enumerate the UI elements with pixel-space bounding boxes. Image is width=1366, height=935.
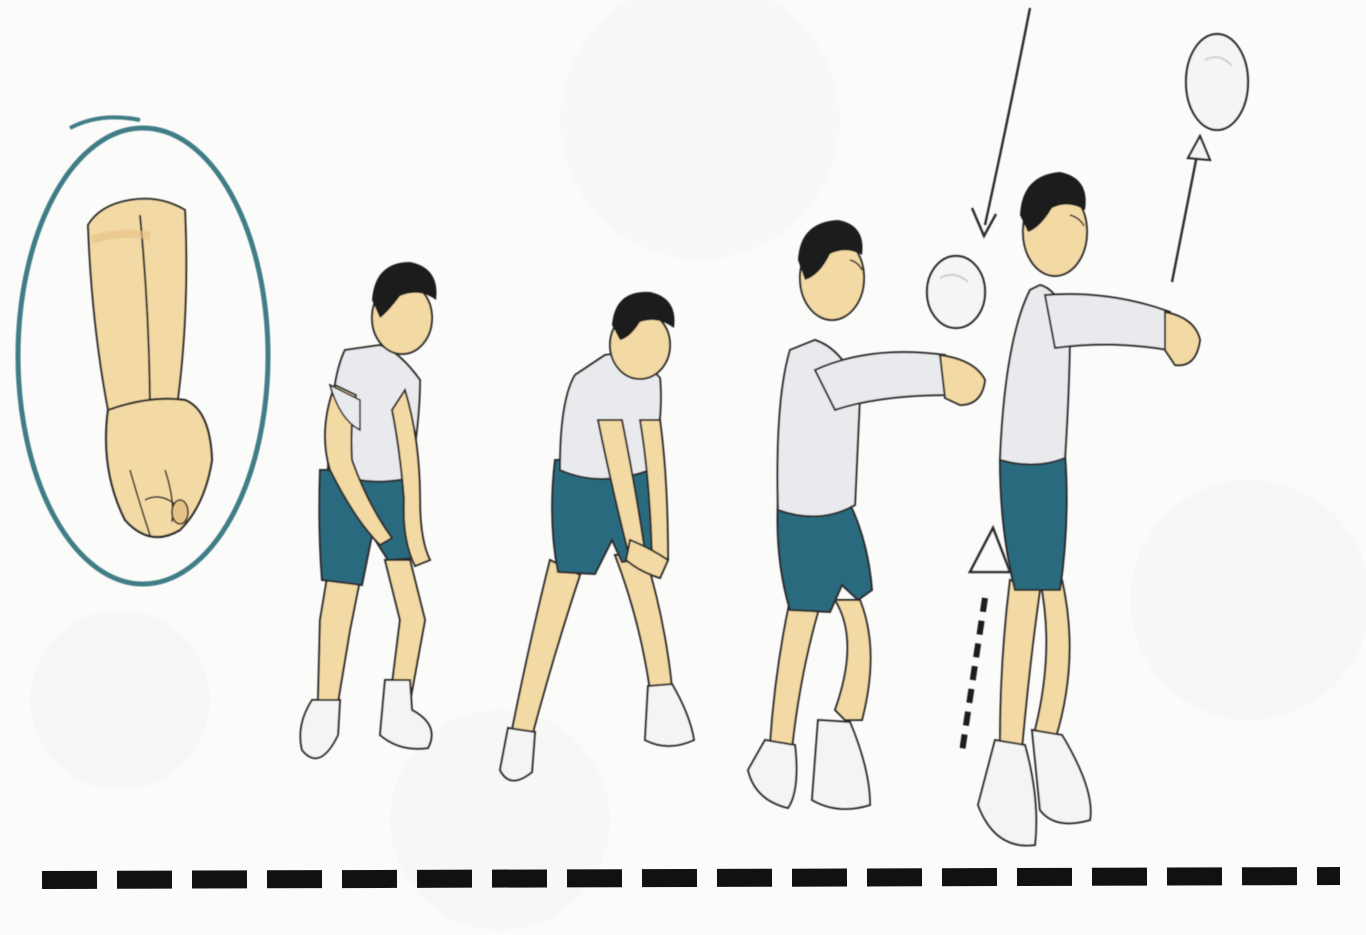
ready-stance-figure bbox=[300, 262, 436, 758]
forearm-pass-figure bbox=[978, 172, 1200, 846]
up-arrow-icon bbox=[1172, 136, 1210, 282]
court-line bbox=[42, 876, 1340, 880]
ball-icon bbox=[1186, 34, 1248, 130]
arms-lowered-figure bbox=[500, 292, 694, 781]
ball-icon bbox=[927, 256, 985, 328]
background-texture bbox=[30, 0, 1366, 930]
down-arrow-icon bbox=[972, 8, 1030, 236]
hand-grip-detail bbox=[18, 117, 268, 584]
